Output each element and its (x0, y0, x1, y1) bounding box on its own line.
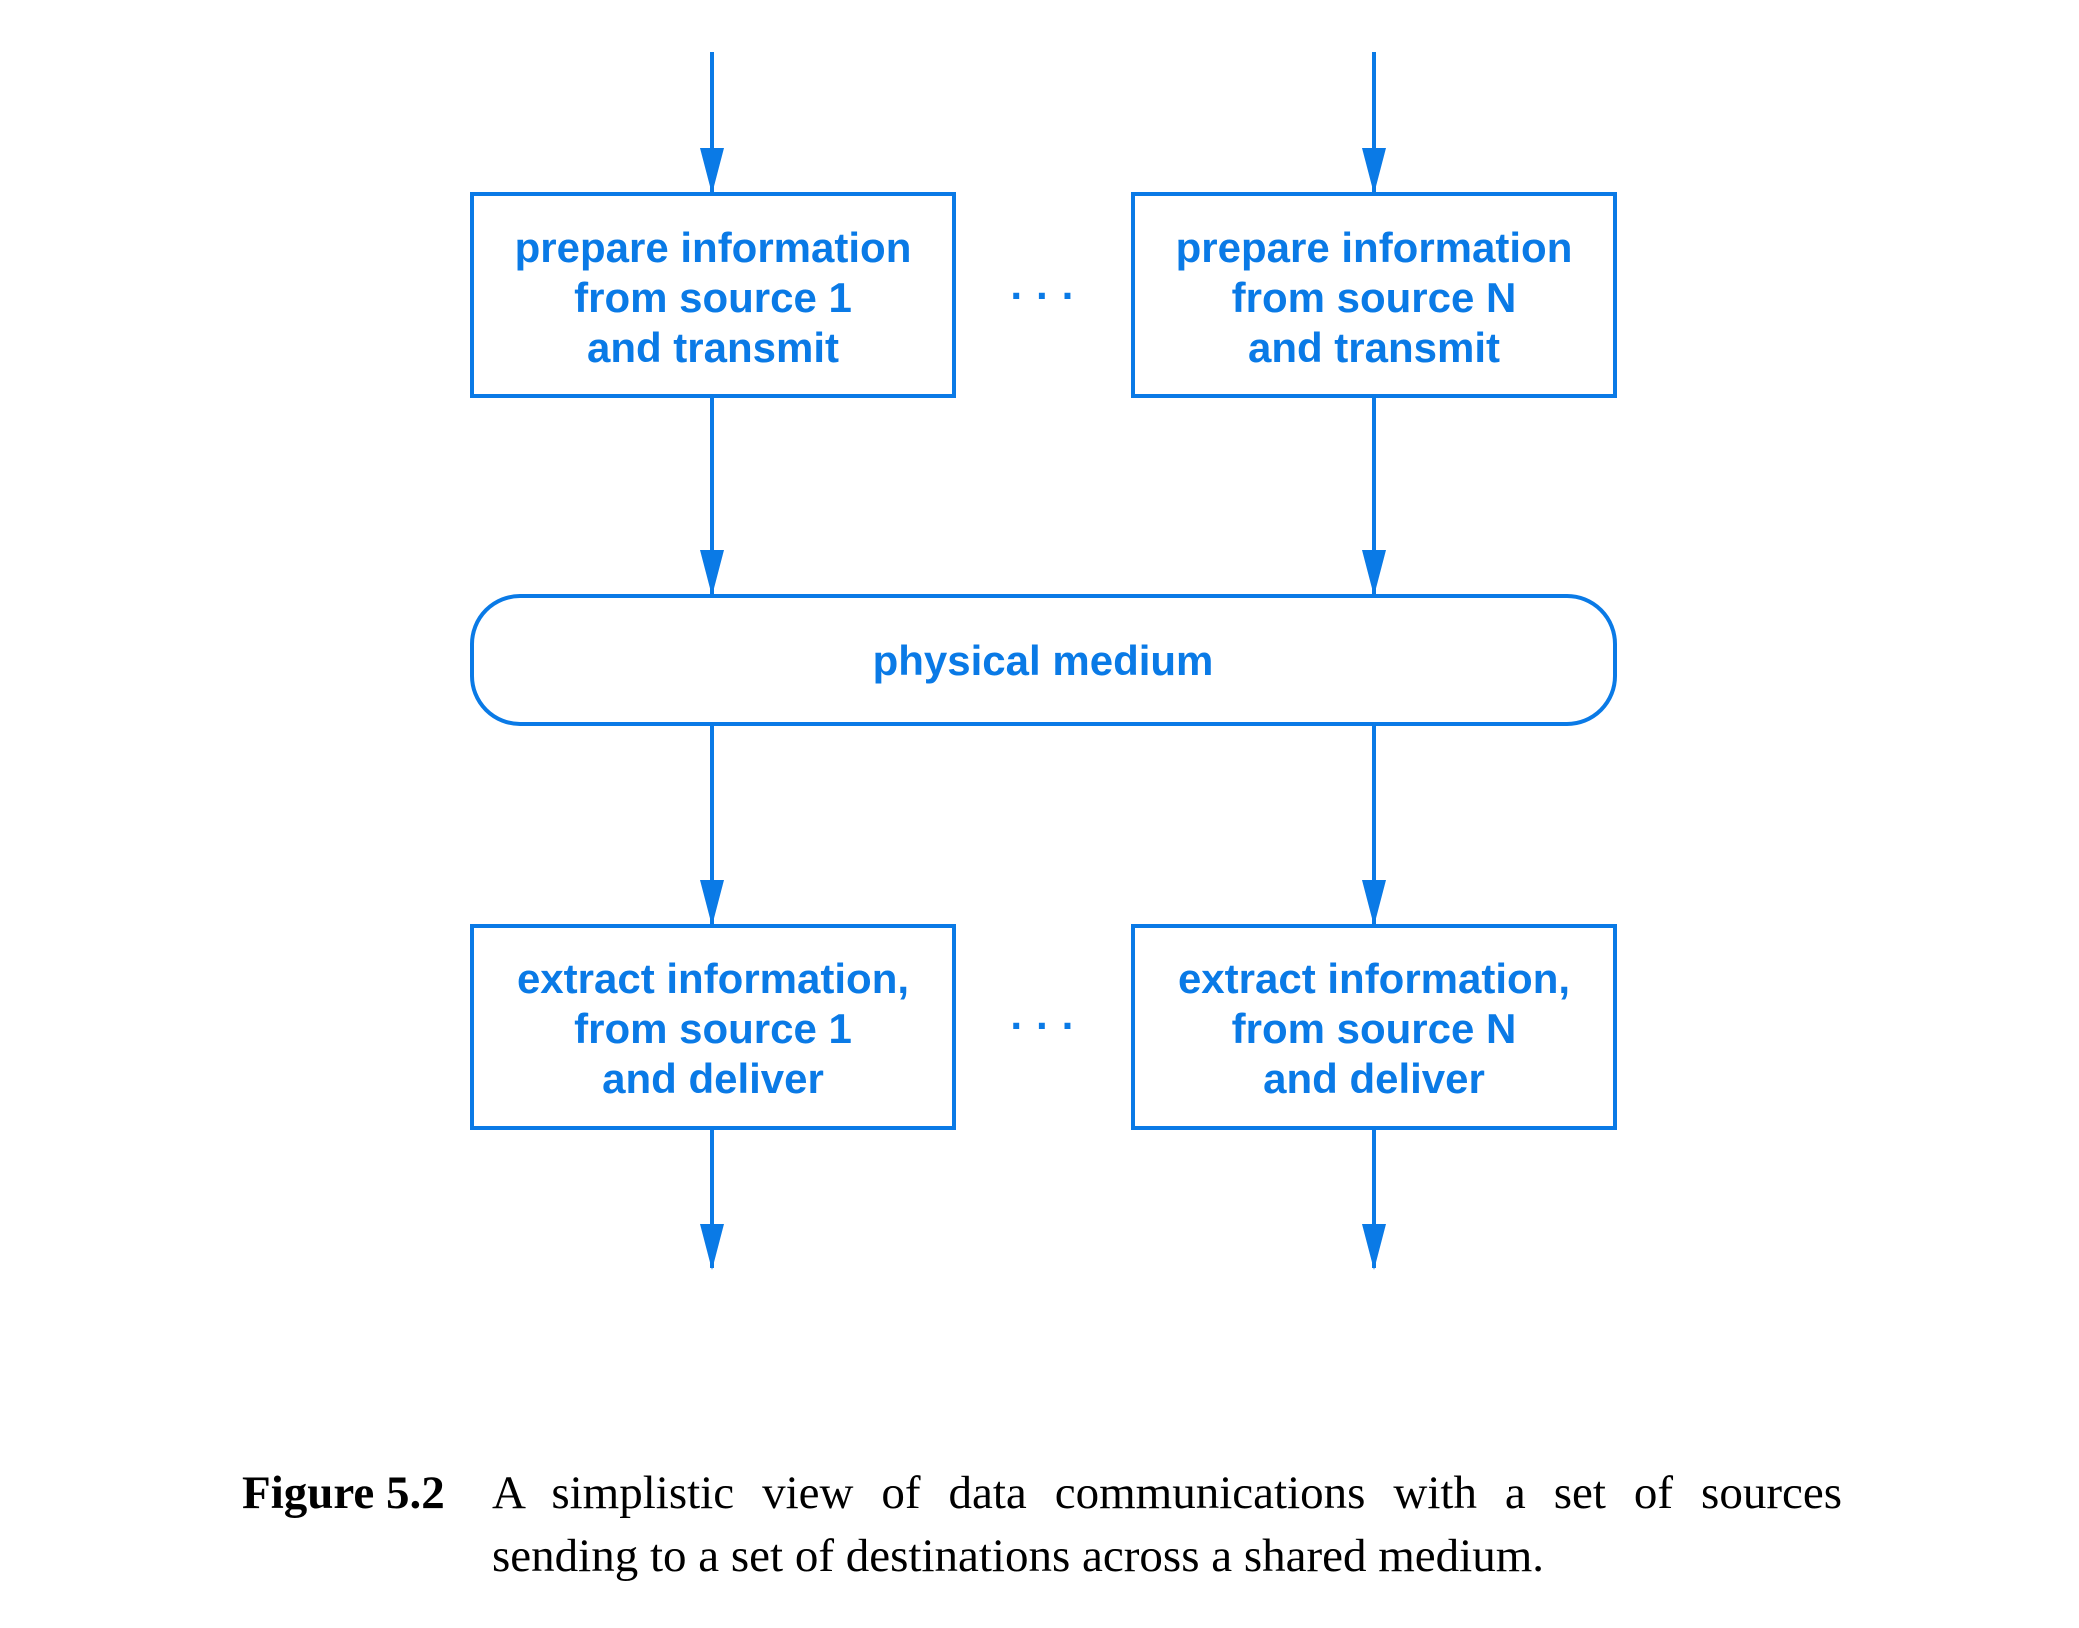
input-arrowhead-source-n (1362, 148, 1386, 194)
caption-line-1: A simplistic view of data communications… (492, 1467, 1842, 1519)
extract-box-source-1-line-1: extract information, (517, 955, 909, 1002)
extract-box-source-1-line-2: from source 1 (574, 1005, 852, 1052)
prepare-box-source-1-line-3: and transmit (587, 324, 839, 371)
input-arrowhead-source-1 (700, 148, 724, 194)
transmit-arrowhead-source-1 (700, 550, 724, 596)
physical-medium-label: physical medium (873, 637, 1214, 684)
extract-box-source-1-line-3: and deliver (602, 1055, 824, 1102)
figure-caption: Figure 5.2 A simplistic view of data com… (242, 1462, 1842, 1588)
output-arrowhead-destination-n (1362, 1224, 1386, 1270)
physical-medium-box (470, 594, 1617, 726)
prepare-box-source-n-line-3: and transmit (1248, 324, 1500, 371)
transmit-arrowhead-source-n (1362, 550, 1386, 596)
prepare-box-source-n-line-1: prepare information (1176, 224, 1573, 271)
prepare-box-source-1-line-1: prepare information (515, 224, 912, 271)
deliver-arrowhead-source-n (1362, 880, 1386, 926)
figure-number: Figure 5.2 (242, 1467, 445, 1519)
prepare-box-source-1-line-2: from source 1 (574, 274, 852, 321)
extract-box-source-n-line-3: and deliver (1263, 1055, 1485, 1102)
deliver-arrowhead-source-1 (700, 880, 724, 926)
caption-line-2: sending to a set of destinations across … (492, 1530, 1545, 1582)
output-arrowhead-destination-1 (700, 1224, 724, 1270)
bottom-ellipsis: · · · (1010, 1002, 1075, 1049)
data-communications-diagram: prepare information from source 1 and tr… (470, 52, 1617, 1270)
caption-row: Figure 5.2 A simplistic view of data com… (242, 1462, 1842, 1588)
top-ellipsis: · · · (1010, 272, 1075, 319)
extract-box-source-n-line-1: extract information, (1178, 955, 1570, 1002)
extract-box-source-n-line-2: from source N (1232, 1005, 1517, 1052)
caption-text: A simplistic view of data communications… (492, 1462, 1842, 1588)
prepare-box-source-n-line-2: from source N (1232, 274, 1517, 321)
